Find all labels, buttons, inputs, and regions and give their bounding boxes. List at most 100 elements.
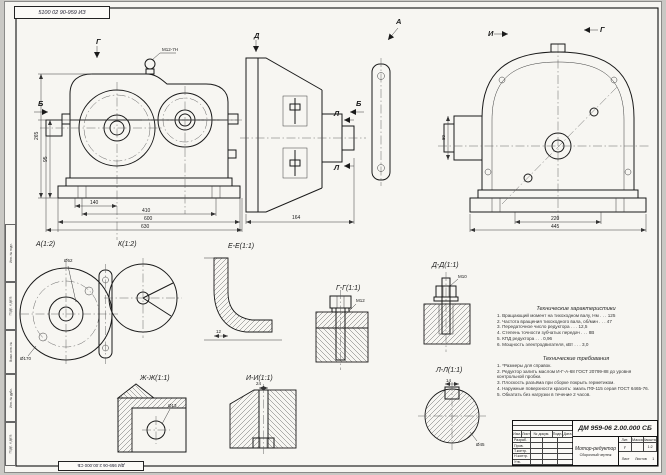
section-label-l-top: Л (333, 109, 340, 118)
view-label-d: Д (253, 31, 260, 40)
text-line: 3. Плоскость разъёма при сборке покрыть … (497, 380, 615, 386)
title-block-empty-cell (543, 438, 558, 443)
title-block-col-label: Лист (522, 431, 531, 437)
dimension-label: 220 (551, 216, 560, 222)
dimension-label: 164 (292, 215, 301, 221)
text-line: 2. Редуктор залить маслом И-Г-А-68 ГОСТ … (497, 368, 632, 380)
front-view (40, 52, 242, 240)
title-block-empty-cell (531, 448, 543, 454)
sheets-value: 1 (652, 456, 655, 461)
dimension-label: 14 (446, 378, 452, 383)
lit-value: у (619, 443, 632, 451)
title-block-col-label: Подп. (553, 431, 563, 437)
tech-reqs-title: Технические требования (542, 356, 610, 362)
title-block-empty-cell (558, 448, 573, 454)
title-block-empty-cell (558, 454, 573, 459)
section-title-ii: И-И(1:1) (246, 375, 273, 382)
section-title-zhzh: Ж-Ж(1:1) (139, 375, 170, 382)
dimension-lines (38, 73, 647, 232)
dimension-label: 600 (144, 216, 153, 222)
text-line: 5. КПД редуктора . . . 0,96 (497, 335, 553, 341)
mass-value (632, 443, 645, 451)
view-label-a: А (395, 17, 401, 26)
product-name: Мотор-редуктор (574, 445, 617, 452)
section-dd (423, 272, 471, 352)
document-designation: ДМ 959-06 2.00.000 СБ (573, 421, 657, 437)
margin-box: Взам. инв. № (5, 330, 16, 374)
dimension-label: Ø13 (168, 403, 177, 408)
dimension-label: 80 (441, 134, 446, 140)
dimension-label: Ø45 (476, 442, 485, 447)
title-block-empty-cell (558, 438, 573, 443)
section-title-gg: Г-Г(1:1) (336, 285, 360, 292)
side-bell-view (240, 57, 366, 213)
margin-box: Подп. и дата (5, 422, 16, 466)
dimension-label: 265 (34, 131, 40, 140)
margin-label: Подп. и дата (8, 434, 13, 454)
dimension-label: 95 (43, 156, 49, 162)
title-block-empty-cell (543, 459, 558, 465)
text-line: 1. *Размеры для справок. (497, 363, 552, 368)
tech-chars-title: Технические характеристики (536, 306, 616, 312)
text-line: 6. Мощность электродвигателя, кВт . . . … (497, 341, 589, 347)
scale-label: Масштаб (644, 437, 657, 442)
title-block-empty-cell (558, 459, 573, 465)
title-block-role-label: Н.контр. (513, 454, 531, 459)
section-label-b-right: Б (356, 99, 362, 108)
dimension-label: 630 (141, 224, 150, 230)
section-label-l-bottom: Л (333, 163, 340, 172)
dimension-label: 140 (90, 200, 99, 206)
technical-characteristics: Технические характеристики 1. Вращающий … (497, 306, 655, 347)
section-zhzh (116, 383, 187, 453)
view-label-i: И (488, 29, 494, 38)
scale-value: 1:2 (644, 443, 657, 451)
text-line: 3. Передаточное число редуктора . . . 12… (497, 324, 588, 330)
corner-designation-stamp: ДМ 959-06 2.00.000 СБ (58, 461, 144, 471)
title-block-role-label: Утв. (513, 459, 531, 465)
margin-label: Инв. № подл. (8, 243, 13, 263)
text-line: 2. Частота вращения тихоходного вала, об… (497, 318, 612, 324)
dimension-label: М12 (356, 298, 365, 303)
section-label-b-left: Б (38, 99, 44, 108)
text-line: 4. Степень точности зубчатых передач . .… (497, 330, 595, 336)
view-label-g: Г (96, 37, 101, 46)
title-block-role-label: Т.контр. (513, 448, 531, 454)
dimension-label: 410 (142, 208, 151, 214)
dimension-label: Ø170 (20, 356, 32, 361)
technical-requirements: Технические требования 1. *Размеры для с… (497, 356, 655, 397)
margin-box: Инв. № подл. (5, 224, 16, 282)
text-line: 5. Обкатать без нагрузки в течение 2 час… (497, 391, 591, 397)
detail-k (104, 258, 182, 338)
title-block-col-label: Изм. (513, 431, 522, 437)
title-block-meta: Лит. Масса Масштаб у 1:2 Лист Листов 1 (619, 437, 657, 465)
text-line: 1. Вращающий момент на тихоходном валу, … (497, 313, 616, 318)
title-block-role-label: Разраб. (513, 438, 531, 443)
detail-title-k: К(1:2) (118, 241, 137, 248)
section-ii (229, 384, 297, 454)
margin-label: Инв. № дубл. (8, 388, 13, 408)
title-block-empty-cell (543, 454, 558, 459)
detail-a (19, 262, 118, 366)
title-block-col-label: № докум. (531, 431, 553, 437)
section-title-dd: Д-Д(1:1) (431, 262, 459, 269)
detail-title-a: А(1:2) (35, 241, 55, 248)
sheets-label: Листов (635, 456, 647, 461)
mass-label: Масса (632, 437, 645, 442)
title-block-sign-rows: Разраб.Пров.Т.контр.Н.контр.Утв. (513, 438, 573, 466)
margin-box: Инв. № дубл. (5, 374, 16, 422)
lit-label: Лит. (619, 437, 632, 442)
title-block-empty-cell (543, 448, 558, 454)
sheet-label: Лист (621, 456, 630, 461)
margin-label: Подп. и дата (8, 296, 13, 316)
dimension-label: Ø52 (64, 258, 73, 263)
document-type: Сборочный чертеж (579, 452, 612, 457)
dimension-label: 12 (216, 329, 222, 334)
title-block-empty-cell (531, 438, 543, 443)
title-block-role-label: Пров. (513, 443, 531, 448)
product-name-cell: Мотор-редуктор Сборочный чертеж (573, 437, 619, 465)
